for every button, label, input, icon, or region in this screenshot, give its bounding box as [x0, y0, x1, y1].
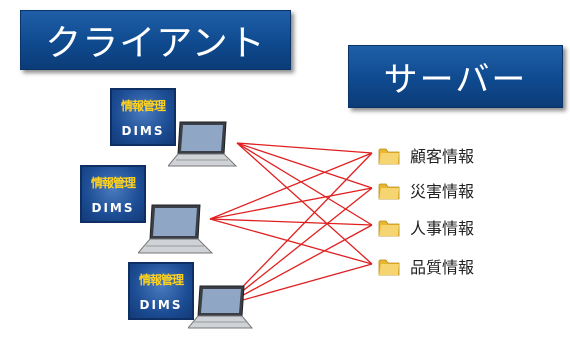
- server-item-hr-info: 人事情報: [378, 215, 474, 239]
- server-item-disaster-info: 災害情報: [378, 178, 474, 202]
- laptop-icon: [138, 204, 214, 254]
- folder-icon: [378, 148, 400, 165]
- connection-line: [209, 218, 373, 265]
- server-banner: サーバー: [348, 45, 563, 108]
- dims-icon-text: DIMS: [139, 298, 183, 312]
- connection-line: [236, 142, 373, 189]
- folder-icon: [378, 183, 400, 200]
- dims-app-icon: 情報管理 DIMS: [80, 165, 146, 223]
- server-item-label: 人事情報: [410, 219, 475, 238]
- connection-line: [236, 142, 373, 265]
- server-item-label: 品質情報: [410, 258, 475, 277]
- connection-line: [209, 187, 373, 220]
- server-item-customer-info: 顧客情報: [378, 143, 474, 167]
- folder-icon: [378, 259, 400, 276]
- server-item-quality-info: 品質情報: [378, 254, 474, 278]
- connection-line: [209, 218, 373, 226]
- client-banner-label: クライアント: [45, 23, 266, 64]
- dims-icon-text: DIMS: [91, 201, 135, 215]
- connection-line: [209, 152, 373, 220]
- laptop-icon: [188, 285, 254, 329]
- server-item-label: 顧客情報: [410, 147, 475, 166]
- dims-app-icon: 情報管理 DIMS: [128, 262, 194, 320]
- connection-line: [224, 187, 373, 306]
- server-item-label: 災害情報: [410, 182, 475, 201]
- connection-line: [236, 142, 373, 154]
- server-banner-label: サーバー: [383, 60, 528, 100]
- laptop-icon: [168, 121, 238, 167]
- dims-icon-title: 情報管理: [138, 273, 184, 287]
- connection-line: [236, 142, 373, 226]
- connection-line: [224, 152, 373, 306]
- connection-line: [224, 224, 373, 306]
- client-banner: クライアント: [20, 10, 291, 70]
- dims-icon-title: 情報管理: [120, 99, 166, 113]
- dims-icon-text: DIMS: [121, 124, 165, 138]
- folder-icon: [378, 220, 400, 237]
- connection-line: [224, 263, 373, 306]
- dims-app-icon: 情報管理 DIMS: [110, 88, 176, 146]
- dims-icon-title: 情報管理: [90, 176, 136, 190]
